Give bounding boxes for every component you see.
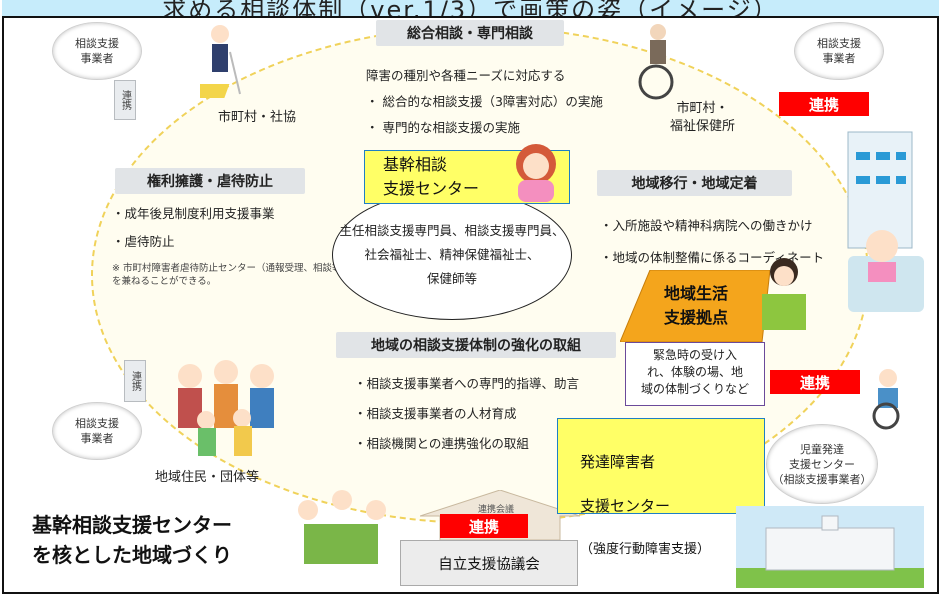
renkei-badge-middle: 連携	[770, 370, 860, 394]
general-consult-line-2: ・ 総合的な相談支援（3障害対応）の実施	[366, 94, 603, 109]
label-municipality-council: 市町村・社協	[218, 110, 297, 125]
strengthen-line-1: ・相談支援事業者への専門的指導、助言	[354, 376, 580, 391]
meeting-people-icon	[298, 490, 386, 564]
consultant-ring-top-left: 相談支援 事業者	[52, 22, 142, 80]
rights-line-2: ・虐待防止	[112, 234, 175, 249]
renkei-badge-top: 連携	[779, 92, 869, 116]
hattatsu-line-2: 支援センター	[580, 497, 671, 515]
rights-note: ※ 市町村障害者虐待防止センター（通報受理、相談等）を兼ねることができる。	[112, 263, 347, 287]
emergency-box: 緊急時の受け入 れ、体験の場、地 域の体制づくりなど	[625, 342, 765, 406]
hospital-building-icon	[847, 131, 913, 249]
strengthen-heading: 地域の相談支援体制の強化の取組	[336, 332, 616, 358]
staff-reading-icon	[762, 258, 806, 330]
patient-in-bed-icon	[848, 230, 924, 312]
hattatsu-center-box: 発達障害者 支援センター （強度行動障害支援）	[557, 418, 765, 557]
transition-line-2: ・地域の体制整備に係るコーディネート	[600, 250, 825, 265]
label-community: 地域住民・団体等	[155, 470, 260, 485]
bottom-title: 基幹相談支援センター を核とした地域づくり	[32, 513, 232, 567]
walking-person-icon	[200, 25, 241, 98]
chiiki-base-box: 地域生活 支援拠点	[663, 284, 728, 327]
hattatsu-line-1: 発達障害者	[580, 453, 656, 471]
general-consult-line-3: ・ 専門的な相談支援の実施	[366, 120, 520, 135]
renkei-badge-bottom: 連携	[440, 514, 528, 538]
staff-woman-icon	[516, 144, 556, 202]
hattatsu-line-3: （強度行動障害支援）	[580, 542, 711, 557]
general-consult-heading: 総合相談・専門相談	[376, 20, 564, 46]
child-wheelchair-icon	[872, 369, 900, 430]
link-arrow-top-left: 連携	[114, 80, 136, 120]
wheelchair-person-icon	[638, 24, 674, 100]
page-title: 求める相談体制（ver.1/3）で画策の姿（イメージ）	[162, 0, 779, 18]
rights-heading: 権利擁護・虐待防止	[115, 168, 305, 194]
consultant-ring-top-right: 相談支援 事業者	[794, 22, 884, 80]
consultant-ring-bottom-right: 児童発達 支援センター （相談支援事業者）	[766, 424, 878, 504]
strengthen-line-2: ・相談支援事業者の人材育成	[354, 406, 517, 421]
strengthen-line-3: ・相談機関との連携強化の取組	[354, 436, 529, 451]
school-building-icon	[736, 506, 924, 588]
title-band: 求める相談体制（ver.1/3）で画策の姿（イメージ）	[2, 0, 939, 18]
link-arrow-bottom-left: 連携	[124, 360, 146, 402]
link-arrow-bottom-center: 連携会議	[478, 505, 515, 515]
community-family-icon	[178, 360, 274, 456]
general-consult-line-1: 障害の種別や各種ニーズに対応する	[366, 68, 566, 83]
council-box: 自立支援協議会	[400, 540, 578, 586]
transition-line-1: ・入所施設や精神科病院への働きかけ	[600, 218, 813, 233]
chiiki-shape	[620, 270, 770, 342]
transition-heading: 地域移行・地域定着	[597, 170, 792, 196]
label-municipality-health: 市町村・ 福祉保健所	[670, 101, 736, 134]
consultant-ring-bottom-left: 相談支援 事業者	[52, 402, 142, 460]
center-staff-circle: 主任相談支援専門員、相談支援専門員、 社会福祉士、精神保健福祉士、 保健師等	[332, 190, 572, 320]
rights-line-1: ・成年後見制度利用支援事業	[112, 206, 275, 221]
